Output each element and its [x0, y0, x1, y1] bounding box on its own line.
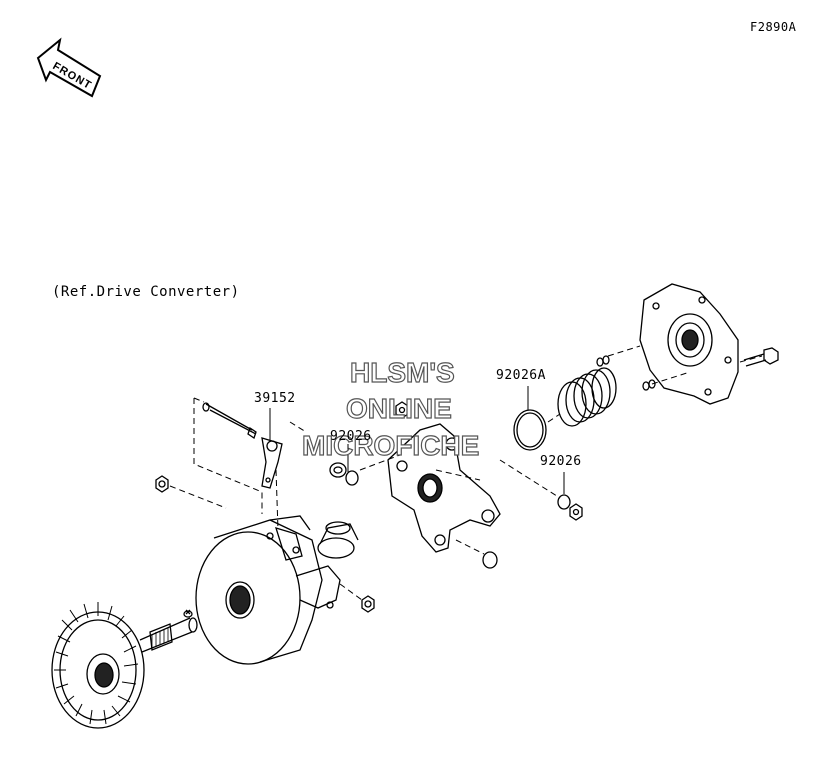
figure-code: F2890A [750, 20, 797, 34]
nut-left-top [155, 475, 169, 493]
cap-92026-left [345, 470, 359, 486]
watermark-line2: ONLINE [346, 393, 452, 424]
watermark: HLSM'S ONLINE MICROFICHE [301, 356, 480, 461]
pin-upper [596, 355, 610, 367]
bolt [743, 347, 779, 367]
weight-arm-39152 [202, 402, 283, 489]
cover [639, 283, 739, 405]
reference-note: (Ref.Drive Converter) [52, 284, 240, 300]
spider [387, 423, 501, 553]
cap-92026-right [557, 494, 571, 510]
alignment-lines [169, 345, 763, 601]
spider-cap [482, 551, 498, 569]
watermark-line3: MICROFICHE [302, 430, 479, 461]
leader-lines [269, 386, 565, 494]
part-number-92026-right: 92026 [540, 454, 582, 469]
pin-lower [642, 379, 656, 391]
watermark-line1: HLSM'S [350, 357, 455, 388]
nut-center [361, 595, 375, 613]
drive-pulley [195, 515, 341, 665]
bushing [317, 521, 359, 559]
nut-right [569, 503, 583, 521]
nut-spider-top [395, 401, 409, 419]
spring [557, 367, 617, 427]
part-number-92026-left: 92026 [330, 429, 372, 444]
front-arrow-icon: FRONT [36, 37, 102, 98]
roller-left [329, 462, 347, 478]
part-number-92026A: 92026A [496, 368, 546, 383]
part-number-39152: 39152 [254, 391, 296, 406]
o-ring-92026A [513, 409, 547, 451]
movable-sheave-fan [51, 602, 198, 729]
